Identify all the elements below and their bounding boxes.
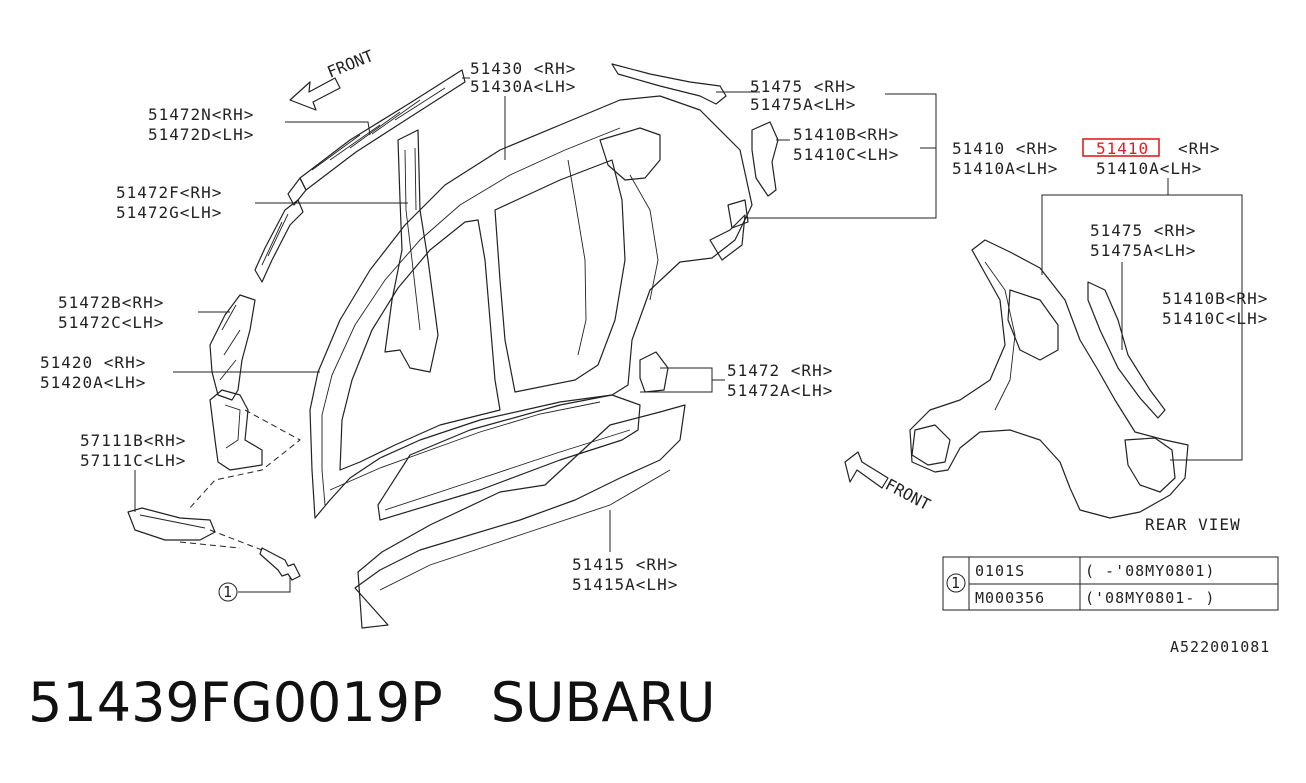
diagram-code: A522001081 bbox=[1170, 638, 1270, 656]
label-51410c-rear: 51410C<LH> bbox=[1162, 309, 1268, 328]
label-51415: 51415 <RH> bbox=[572, 555, 678, 574]
label-51472d: 51472D<LH> bbox=[148, 125, 254, 144]
label-51415a: 51415A<LH> bbox=[572, 575, 678, 594]
front-arrow-icon: FRONT bbox=[289, 46, 376, 111]
exploded-parts-diagram: FRONT FRONT bbox=[40, 46, 1279, 656]
fastener-callout: 1 bbox=[218, 582, 238, 602]
label-51430a: 51430A<LH> bbox=[470, 77, 576, 96]
bracket-51410b bbox=[751, 121, 779, 197]
label-51472f: 51472F<RH> bbox=[116, 183, 222, 202]
part-number: 51439FG0019P bbox=[28, 671, 443, 734]
fastener-table-part: 0101S bbox=[975, 562, 1025, 580]
fastener-table-marker: 1 bbox=[951, 574, 961, 592]
label-51410b-rear: 51410B<RH> bbox=[1162, 289, 1268, 308]
label-51472c: 51472C<LH> bbox=[58, 313, 164, 332]
fastener-callout-number: 1 bbox=[223, 583, 233, 601]
clip-51475 bbox=[611, 63, 727, 105]
label-57111c: 57111C<LH> bbox=[80, 451, 186, 470]
label-51420a: 51420A<LH> bbox=[40, 373, 146, 392]
side-sill-outer bbox=[354, 404, 686, 629]
bolt-icon bbox=[259, 547, 301, 581]
label-51472g: 51472G<LH> bbox=[116, 203, 222, 222]
bracket-57111b bbox=[127, 507, 216, 541]
label-51475-rear: 51475 <RH> bbox=[1090, 221, 1196, 240]
b-pillar-inner-reinforcement bbox=[384, 129, 439, 373]
label-51472: 51472 <RH> bbox=[727, 361, 833, 380]
a-pillar-lower-reinforcement bbox=[209, 294, 256, 401]
label-51472b: 51472B<RH> bbox=[58, 293, 164, 312]
fastener-table-applicability: ('08MY0801- ) bbox=[1085, 589, 1215, 607]
roof-rail-assembly bbox=[254, 69, 466, 283]
fastener-table-applicability: ( -'08MY0801) bbox=[1085, 562, 1215, 580]
label-51475: 51475 <RH> bbox=[750, 77, 856, 96]
label-51472a: 51472A<LH> bbox=[727, 381, 833, 400]
label-51410a-rear: 51410A<LH> bbox=[1096, 159, 1202, 178]
front-label: FRONT bbox=[882, 475, 934, 515]
label-51475a-rear: 51475A<LH> bbox=[1090, 241, 1196, 260]
label-51475a: 51475A<LH> bbox=[750, 95, 856, 114]
brand-name: SUBARU bbox=[490, 671, 716, 734]
front-label: FRONT bbox=[324, 46, 376, 82]
side-body-outer-panel bbox=[309, 95, 753, 519]
dashed-assembly-lines bbox=[179, 409, 301, 551]
label-51420: 51420 <RH> bbox=[40, 353, 146, 372]
highlight-box bbox=[1082, 138, 1160, 157]
label-51472n: 51472N<RH> bbox=[148, 105, 254, 124]
fastener-table-part: M000356 bbox=[975, 589, 1045, 607]
rear-view-label: REAR VIEW bbox=[1145, 515, 1241, 534]
highlighted-part-number: 51410 bbox=[1096, 139, 1149, 158]
label-51430: 51430 <RH> bbox=[470, 59, 576, 78]
front-arrow-icon: FRONT bbox=[844, 451, 934, 515]
leader-lines bbox=[134, 77, 1243, 593]
front-pillar-inner bbox=[209, 389, 263, 471]
rear-view-quarter-panel bbox=[909, 239, 1189, 519]
label-51410a: 51410A<LH> bbox=[952, 159, 1058, 178]
fastener-table: 1 0101S ( -'08MY0801) M000356 ('08MY0801… bbox=[942, 556, 1279, 611]
side-sill-inner bbox=[377, 351, 669, 521]
label-57111b: 57111B<RH> bbox=[80, 431, 186, 450]
label-51410: 51410 <RH> bbox=[952, 139, 1058, 158]
label-51410c: 51410C<LH> bbox=[793, 145, 899, 164]
part-labels: 51430 <RH> 51430A<LH> 51472N<RH> 51472D<… bbox=[40, 59, 1268, 594]
highlighted-part-side: <RH> bbox=[1178, 139, 1221, 158]
label-51410b: 51410B<RH> bbox=[793, 125, 899, 144]
